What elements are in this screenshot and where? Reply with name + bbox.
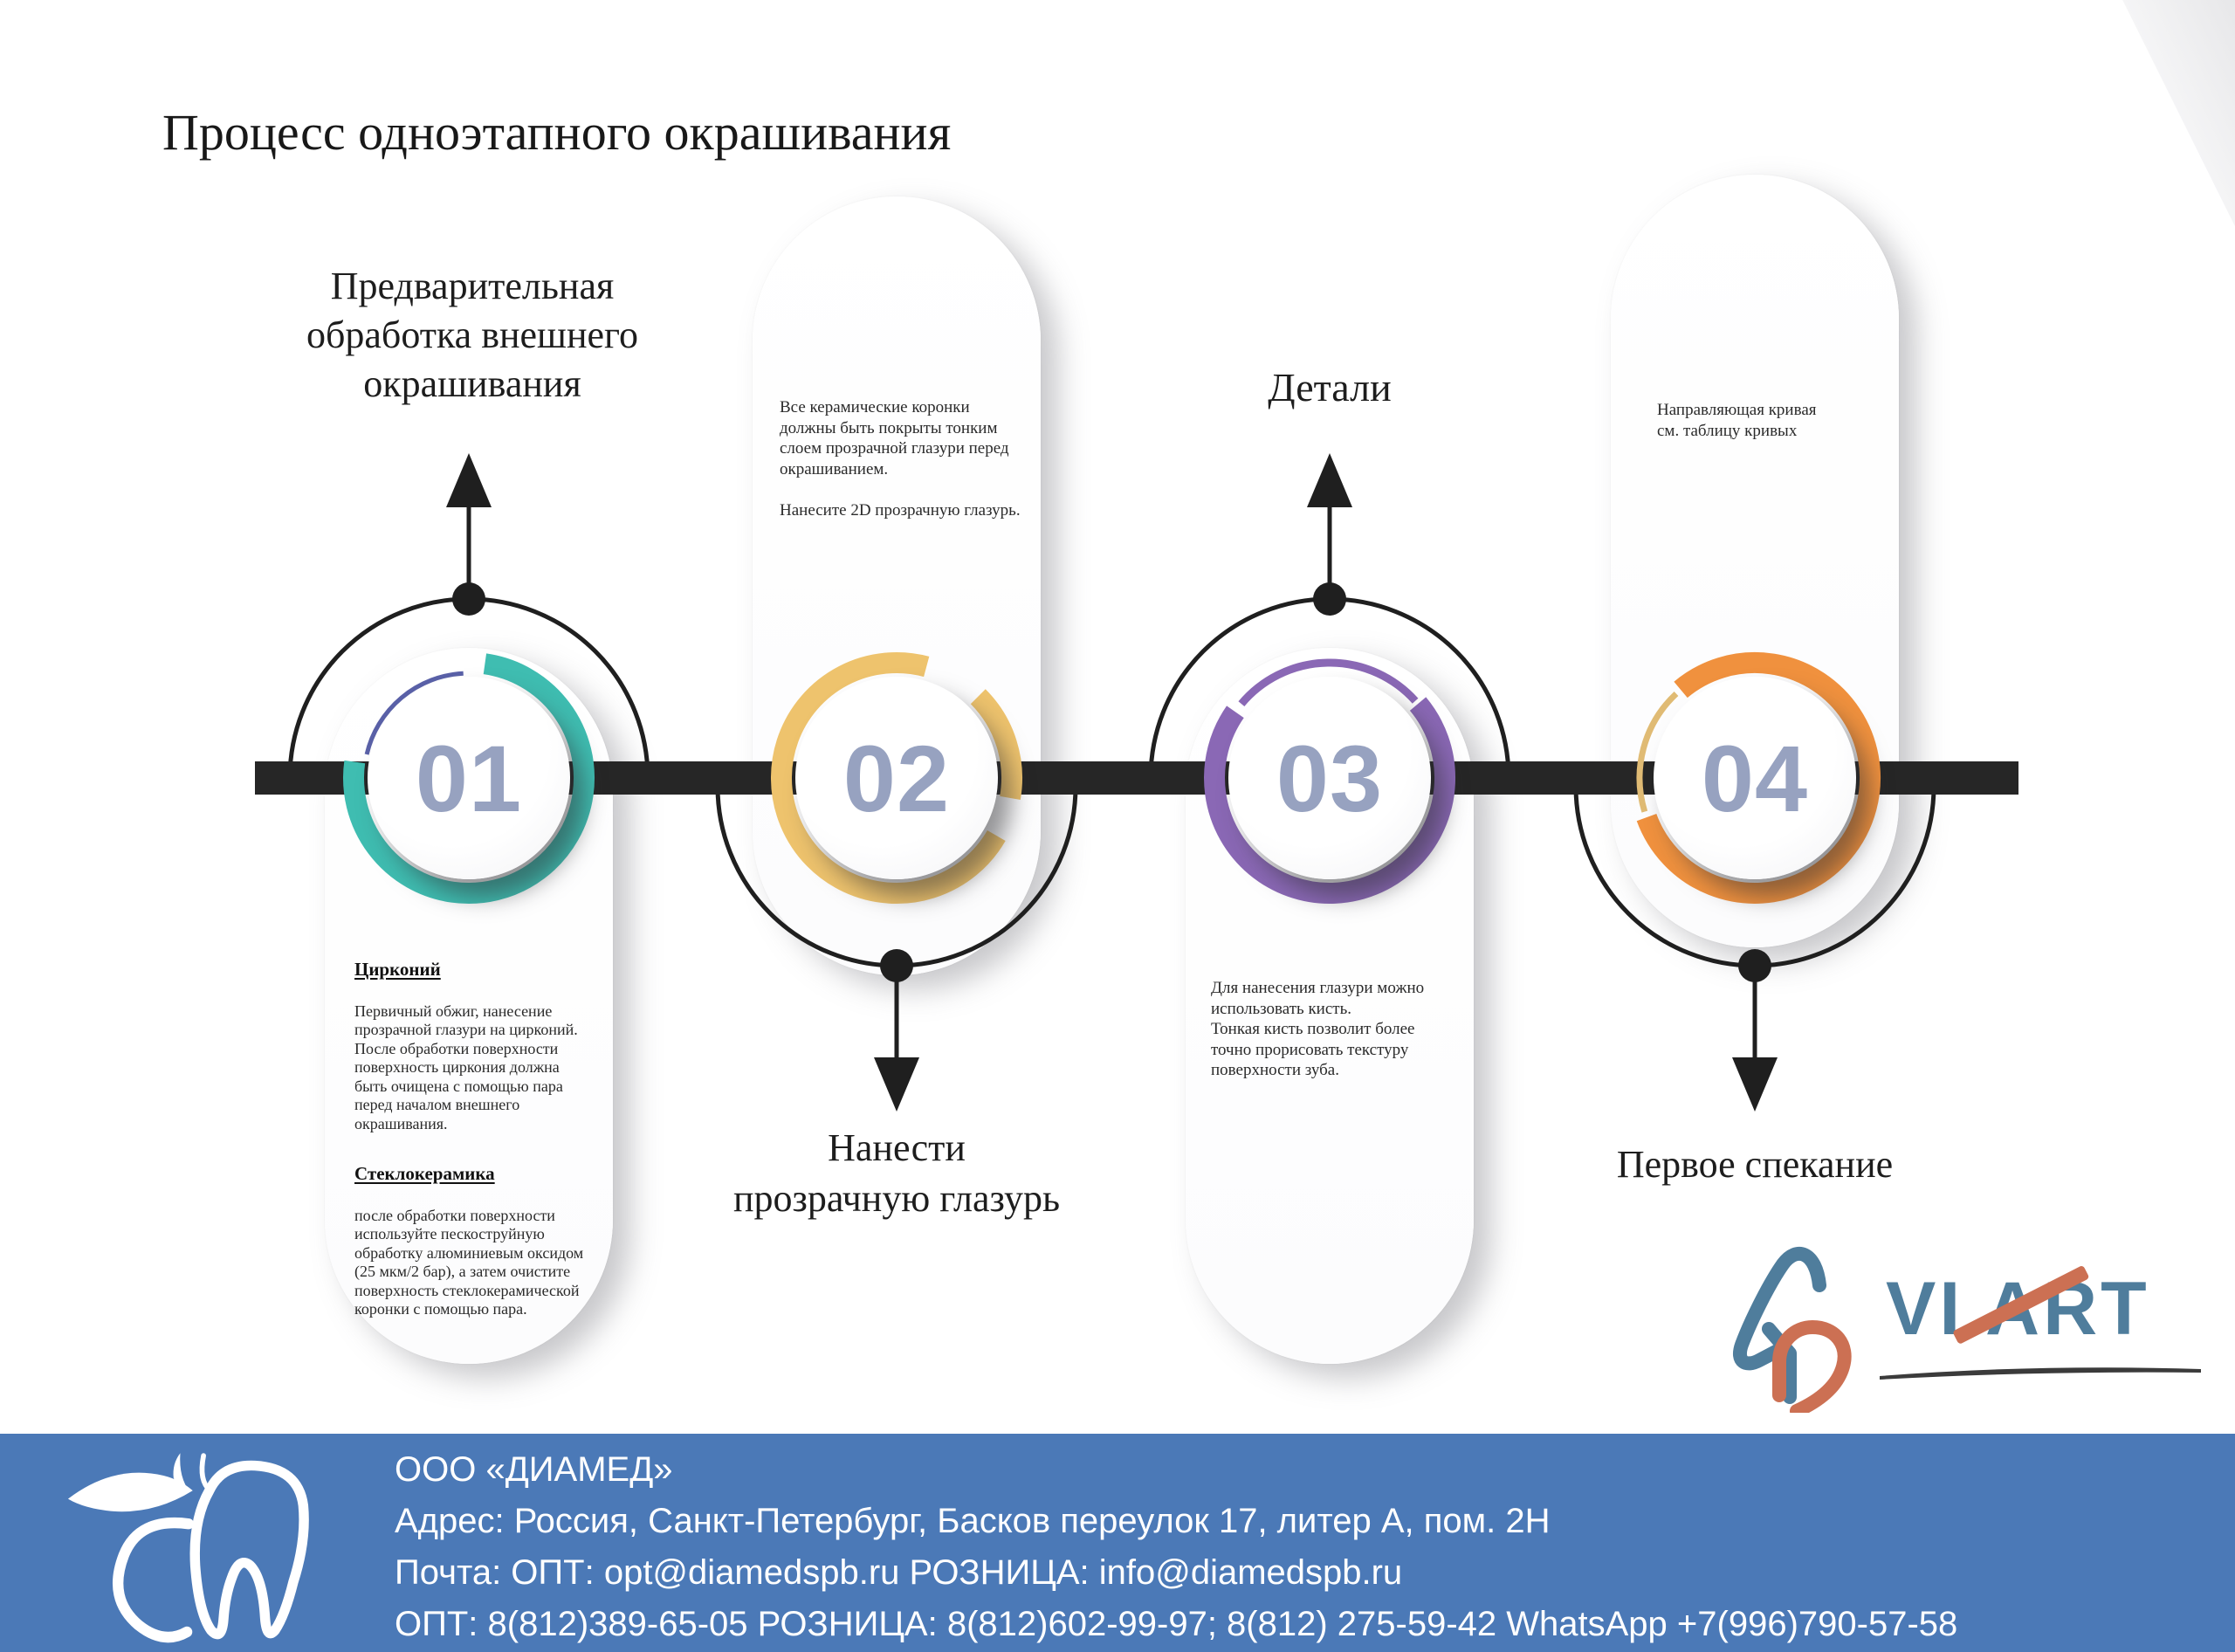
step-3-arc-arrow-up-icon: [1148, 453, 1511, 779]
step-3-card-text: Для нанесения глазури можно использовать…: [1211, 979, 1425, 1079]
footer-email: Почта: ОПТ: opt@diamedspb.ru РОЗНИЦА: in…: [395, 1553, 1403, 1592]
step-1-progress-ring: [343, 653, 595, 904]
step-1-section-2-title: Стеклокерамика: [354, 1162, 495, 1184]
step-2-progress-ring: [771, 652, 1022, 904]
step-1-card-text: Цирконий Первичный обжиг, нанесение проз…: [354, 941, 592, 1350]
step-4-number: 04: [1701, 725, 1809, 831]
footer-address: Адрес: Россия, Санкт-Петербург, Басков п…: [395, 1502, 1551, 1540]
step-1-section-2-text: после обработки поверхности используйте …: [354, 1206, 584, 1318]
footer-company-name: ООО «ДИАМЕД»: [395, 1450, 673, 1489]
step-1-section-1-text: Первичный обжиг, нанесение прозрачной гл…: [354, 1002, 578, 1132]
diamed-apple-tooth-logo-icon: [67, 1453, 309, 1643]
step-4-card-text: Направляющая кривая см. таблицу кривых: [1657, 401, 1817, 440]
footer-contact-info: ООО «ДИАМЕД» Адрес: Россия, Санкт-Петерб…: [395, 1444, 1957, 1650]
step-2-label: Нанести прозрачную глазурь: [732, 1126, 1061, 1220]
step-4-progress-ring: [1636, 651, 1881, 904]
step-1-number-circle: 01: [368, 677, 570, 879]
step-2-number: 02: [842, 725, 951, 831]
step-1-number: 01: [415, 725, 523, 831]
viart-logo-underline-swoosh-icon: [1880, 1367, 2201, 1380]
footer-phones: ОПТ: 8(812)389-65-05 РОЗНИЦА: 8(812)602-…: [395, 1605, 1958, 1643]
page-title: Процесс одноэтапного окрашивания: [162, 104, 952, 161]
step-4-arc-arrow-down-icon: [1573, 786, 1936, 1112]
step-3-heading: Детали: [1268, 365, 1392, 410]
step-1-arc-arrow-up-icon: [287, 453, 650, 779]
step-2-card-text: Все керамические коронки должны быть пок…: [780, 398, 1021, 520]
page-corner-shade: [2122, 0, 2235, 227]
step-2-number-circle: 02: [795, 677, 998, 879]
step-3-number-circle: 03: [1228, 677, 1431, 879]
step-3-number: 03: [1276, 725, 1384, 831]
viart-logo-mark-icon: [1733, 1247, 1852, 1413]
footer-contact-bar: ООО «ДИАМЕД» Адрес: Россия, Санкт-Петерб…: [0, 1434, 2235, 1652]
step-1-section-1-title: Цирконий: [354, 958, 441, 980]
viart-logo: VI ART: [1718, 1229, 2211, 1417]
step-2-arc-arrow-down-icon: [715, 786, 1078, 1112]
step-1-heading: Предварительная обработка внешнего окраш…: [306, 265, 638, 405]
step-4-number-circle: 04: [1654, 677, 1856, 879]
step-3-progress-ring: [1204, 658, 1456, 904]
step-4-label: Первое спекание: [1616, 1143, 1894, 1186]
